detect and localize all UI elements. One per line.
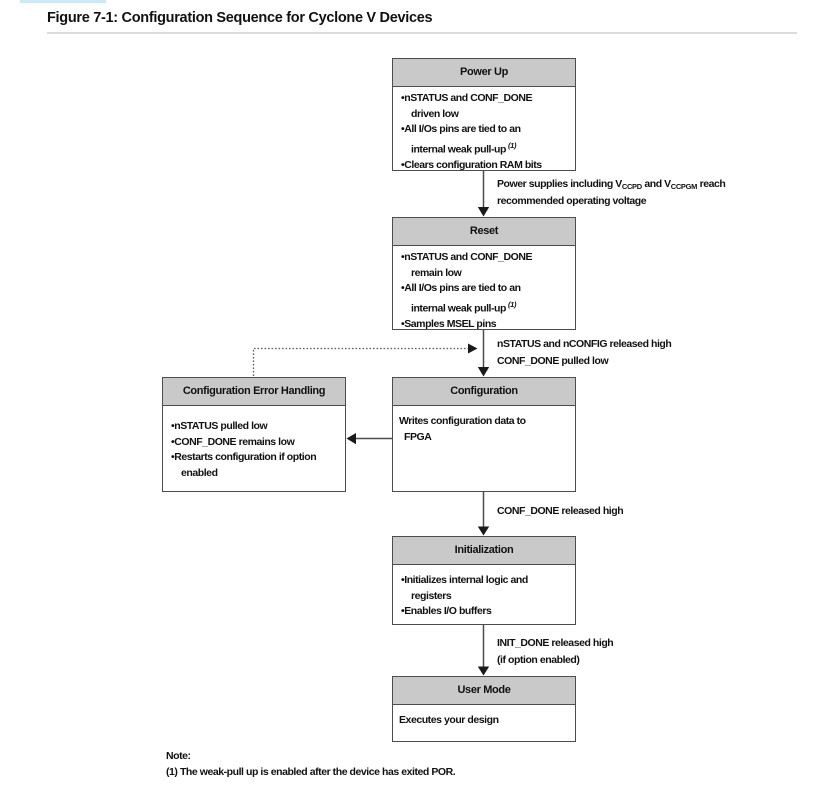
box-text-line: Executes your design	[399, 714, 499, 726]
top-accent-bar	[20, 0, 106, 3]
arrow-reset-to-config-head	[477, 367, 490, 377]
box-text-line: nSTATUS pulled low	[169, 419, 339, 435]
flow-box-config-error-handling-title: Configuration Error Handling	[163, 378, 345, 406]
flow-box-configuration: Configuration Writes configuration data …	[392, 377, 576, 492]
flow-box-power-up: Power Up nSTATUS and CONF_DONE driven lo…	[392, 58, 576, 171]
box-text-line: CONF_DONE remains low	[169, 435, 339, 451]
arrow-config-to-init-head	[477, 526, 490, 536]
dotted-error-retry-line	[252, 347, 469, 376]
box-text-line: Initializes internal logic and	[399, 573, 569, 589]
edge-label-text: and V	[641, 178, 671, 190]
flow-box-initialization-title: Initialization	[393, 537, 575, 565]
flow-box-initialization-body: Initializes internal logic and registers…	[393, 565, 575, 620]
edge-label-line: Power supplies including VCCPD and VCCPG…	[497, 176, 726, 193]
flow-box-reset-body: nSTATUS and CONF_DONE remain low All I/O…	[393, 246, 575, 332]
footnote-ref: (1)	[507, 140, 517, 150]
flow-box-configuration-title: Configuration	[393, 378, 575, 406]
box-text-line: nSTATUS and CONF_DONE	[399, 91, 569, 107]
flow-box-config-error-handling-body: nSTATUS pulled low CONF_DONE remains low…	[163, 406, 345, 481]
flow-box-user-mode-title: User Mode	[393, 677, 575, 705]
flow-box-initialization: Initialization Initializes internal logi…	[392, 536, 576, 625]
box-text-line: All I/Os pins are tied to an	[399, 122, 569, 138]
edge-label-line: INIT_DONE released high	[497, 637, 614, 649]
edge-label-line: nSTATUS and nCONFIG released high	[497, 338, 672, 350]
box-text: internal weak pull-up	[411, 143, 506, 155]
box-text-line: FPGA	[404, 430, 432, 443]
box-text-line: driven low	[411, 107, 459, 120]
edge-label-reset-to-config: nSTATUS and nCONFIG released high CONF_D…	[497, 336, 672, 370]
box-text-line: Enables I/O buffers	[399, 604, 569, 620]
arrow-config-to-error-head	[346, 433, 356, 445]
flow-box-configuration-body: Writes configuration data to FPGA	[393, 406, 575, 445]
flow-box-power-up-title: Power Up	[393, 59, 575, 87]
figure-title: Figure 7-1: Configuration Sequence for C…	[47, 10, 433, 26]
box-text-line: registers	[411, 589, 452, 602]
subscript-ccpd: CCPD	[621, 182, 642, 191]
arrow-power-to-reset-head	[477, 207, 490, 217]
box-text-line: Samples MSEL pins	[399, 317, 569, 333]
note-text: (1) The weak-pull up is enabled after th…	[166, 766, 456, 778]
edge-label-line: (if option enabled)	[497, 654, 580, 666]
flow-box-reset-title: Reset	[393, 218, 575, 246]
box-text: internal weak pull-up	[411, 302, 506, 314]
edge-label-line: CONF_DONE released high	[497, 505, 624, 517]
edge-label-line: CONF_DONE pulled low	[497, 355, 609, 367]
box-text-line: Clears configuration RAM bits	[399, 158, 569, 174]
box-text-line: enabled	[181, 466, 218, 479]
edge-label-init-to-user: INIT_DONE released high (if option enabl…	[497, 635, 614, 669]
edge-label-power-to-reset: Power supplies including VCCPD and VCCPG…	[497, 176, 726, 210]
dotted-error-retry-head	[468, 343, 478, 354]
note-heading: Note:	[166, 750, 191, 762]
flow-box-power-up-body: nSTATUS and CONF_DONE driven low All I/O…	[393, 87, 575, 173]
edge-label-line: recommended operating voltage	[497, 195, 647, 207]
box-text-line: Writes configuration data to	[399, 415, 526, 427]
box-text-line: All I/Os pins are tied to an	[399, 281, 569, 297]
box-text-line: internal weak pull-up(1)	[399, 297, 569, 317]
title-divider	[47, 32, 797, 34]
footnote-ref: (1)	[507, 299, 517, 309]
arrow-init-to-user-head	[477, 666, 490, 676]
subscript-ccpgm: CCPGM	[670, 182, 698, 191]
flow-box-user-mode: User Mode Executes your design	[392, 676, 576, 742]
box-text-line: internal weak pull-up(1)	[399, 138, 569, 158]
edge-label-text: reach	[697, 178, 726, 190]
flow-box-user-mode-body: Executes your design	[393, 705, 575, 729]
edge-label-config-to-init: CONF_DONE released high	[497, 503, 624, 520]
flow-box-config-error-handling: Configuration Error Handling nSTATUS pul…	[162, 377, 346, 492]
box-text-line: nSTATUS and CONF_DONE	[399, 250, 569, 266]
flow-box-reset: Reset nSTATUS and CONF_DONE remain low A…	[392, 217, 576, 330]
edge-label-text: Power supplies including V	[497, 178, 622, 190]
figure-note: Note: (1) The weak-pull up is enabled af…	[166, 748, 456, 780]
box-text-line: Restarts configuration if option	[169, 450, 339, 466]
box-text-line: remain low	[411, 266, 462, 279]
